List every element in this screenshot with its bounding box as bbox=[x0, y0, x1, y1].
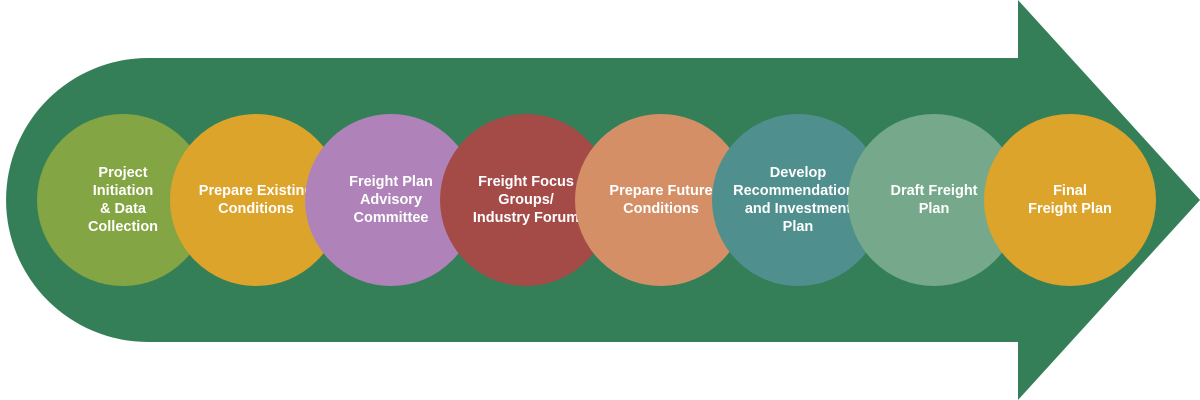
step-advisory-committee: Freight Plan Advisory Committee bbox=[305, 114, 477, 286]
step-label: Develop Recommendations and Investment P… bbox=[733, 165, 863, 235]
step-label: Draft Freight Plan bbox=[890, 183, 978, 217]
step-label: Freight Plan Advisory Committee bbox=[349, 174, 433, 226]
step-label: Prepare Future Conditions bbox=[609, 183, 713, 217]
step-label: Final Freight Plan bbox=[1028, 183, 1112, 217]
step-focus-groups: Freight Focus Groups/ Industry Forum bbox=[440, 114, 612, 286]
step-prepare-existing-conditions: Prepare Existing Conditions bbox=[170, 114, 342, 286]
step-label: Freight Focus Groups/ Industry Forum bbox=[472, 174, 580, 226]
step-final-freight-plan: Final Freight Plan bbox=[984, 114, 1156, 286]
step-label: Prepare Existing Conditions bbox=[198, 183, 314, 217]
step-label: Project Initiation & Data Collection bbox=[87, 165, 159, 235]
